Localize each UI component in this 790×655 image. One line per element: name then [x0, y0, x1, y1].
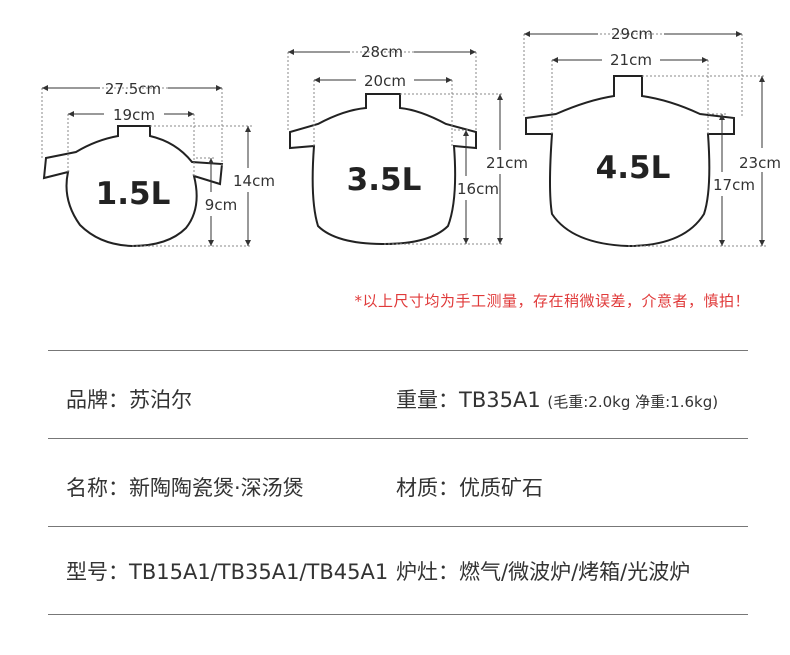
- divider: [48, 526, 748, 527]
- pot-3-body-height: 17cm: [713, 176, 755, 194]
- measurement-note: *以上尺寸均为手工测量，存在稍微误差，介意者，慎拍！: [354, 292, 750, 310]
- spec-name: 名称：新陶陶瓷煲·深汤煲: [66, 472, 304, 502]
- pot-2-inner-width: 20cm: [364, 72, 406, 90]
- pot-3-inner-width: 21cm: [610, 51, 652, 69]
- spec-stove-value: 燃气/微波炉/烤箱/光波炉: [459, 560, 691, 584]
- spec-stove-label: 炉灶：: [396, 560, 459, 584]
- spec-name-value: 新陶陶瓷煲·深汤煲: [129, 476, 304, 500]
- spec-stove: 炉灶：燃气/微波炉/烤箱/光波炉: [396, 556, 690, 586]
- spec-model-value: TB15A1/TB35A1/TB45A1: [129, 560, 389, 584]
- pot-3: 29cm 21cm 23cm 17cm 4.5L: [523, 25, 781, 248]
- spec-material: 材质：优质矿石: [396, 472, 543, 502]
- divider: [48, 350, 748, 351]
- spec-material-value: 优质矿石: [459, 476, 543, 500]
- pot-1: 27.5cm 19cm 14cm 9cm 1.5L: [41, 80, 275, 248]
- pot-2-capacity: 3.5L: [347, 162, 422, 198]
- pot-dimension-diagram: 27.5cm 19cm 14cm 9cm 1.5L 28cm 20cm: [41, 25, 781, 248]
- pot-1-body-height: 9cm: [205, 196, 237, 214]
- spec-model: 型号：TB15A1/TB35A1/TB45A1: [66, 556, 388, 586]
- spec-name-label: 名称：: [66, 476, 129, 500]
- divider: [48, 614, 748, 615]
- pot-2: 28cm 20cm 21cm 16cm 3.5L: [287, 43, 528, 246]
- spec-weight: 重量：TB35A1 (毛重:2.0kg 净重:1.6kg): [396, 384, 718, 414]
- pot-2-total-height: 21cm: [486, 154, 528, 172]
- spec-brand: 品牌：苏泊尔: [66, 384, 192, 414]
- spec-brand-value: 苏泊尔: [129, 388, 192, 412]
- pot-3-total-height: 23cm: [739, 154, 781, 172]
- spec-model-label: 型号：: [66, 560, 129, 584]
- spec-material-label: 材质：: [396, 476, 459, 500]
- pot-3-capacity: 4.5L: [596, 150, 671, 186]
- pot-3-outer-width: 29cm: [611, 25, 653, 43]
- spec-brand-label: 品牌：: [66, 388, 129, 412]
- spec-weight-value: TB35A1: [459, 388, 541, 412]
- pot-1-total-height: 14cm: [233, 172, 275, 190]
- divider: [48, 438, 748, 439]
- spec-weight-detail: (毛重:2.0kg 净重:1.6kg): [547, 393, 719, 411]
- pot-2-body-height: 16cm: [457, 180, 499, 198]
- pot-1-capacity: 1.5L: [96, 176, 171, 212]
- pot-1-outer-width: 27.5cm: [105, 80, 161, 98]
- spec-weight-label: 重量：: [396, 388, 459, 412]
- pot-1-inner-width: 19cm: [113, 106, 155, 124]
- pot-2-outer-width: 28cm: [361, 43, 403, 61]
